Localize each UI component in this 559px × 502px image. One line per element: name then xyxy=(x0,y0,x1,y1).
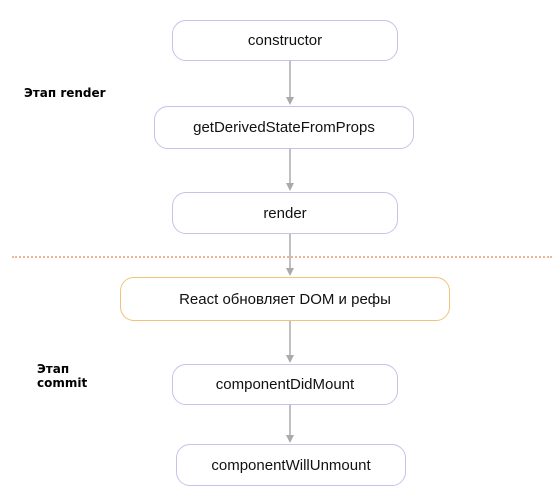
phase-label-commit: Этап commit xyxy=(37,362,87,390)
phase-label-render: Этап render xyxy=(24,86,106,100)
node-label: render xyxy=(263,204,307,222)
node-label: constructor xyxy=(247,32,323,49)
node-constructor: constructor xyxy=(172,20,398,61)
phase-label-commit-line1: Этап xyxy=(37,362,70,376)
node-label: componentDidMount xyxy=(215,376,355,393)
node-componentdidmount: componentDidMount xyxy=(172,364,398,405)
node-render: render xyxy=(172,192,398,234)
node-getderivedstatefromprops: getDerivedStateFromProps xyxy=(154,106,414,149)
phase-divider xyxy=(12,256,552,258)
phase-label-commit-line2: commit xyxy=(37,376,88,390)
node-label: componentWillUnmount xyxy=(211,456,371,474)
node-label: React обновляет DOM и рефы xyxy=(179,290,391,308)
phase-label-render-text: Этап render xyxy=(24,86,106,100)
node-label: getDerivedStateFromProps xyxy=(193,119,375,136)
node-componentwillunmount: componentWillUnmount xyxy=(176,444,406,486)
node-react-updates-dom: React обновляет DOM и рефы xyxy=(120,277,450,321)
